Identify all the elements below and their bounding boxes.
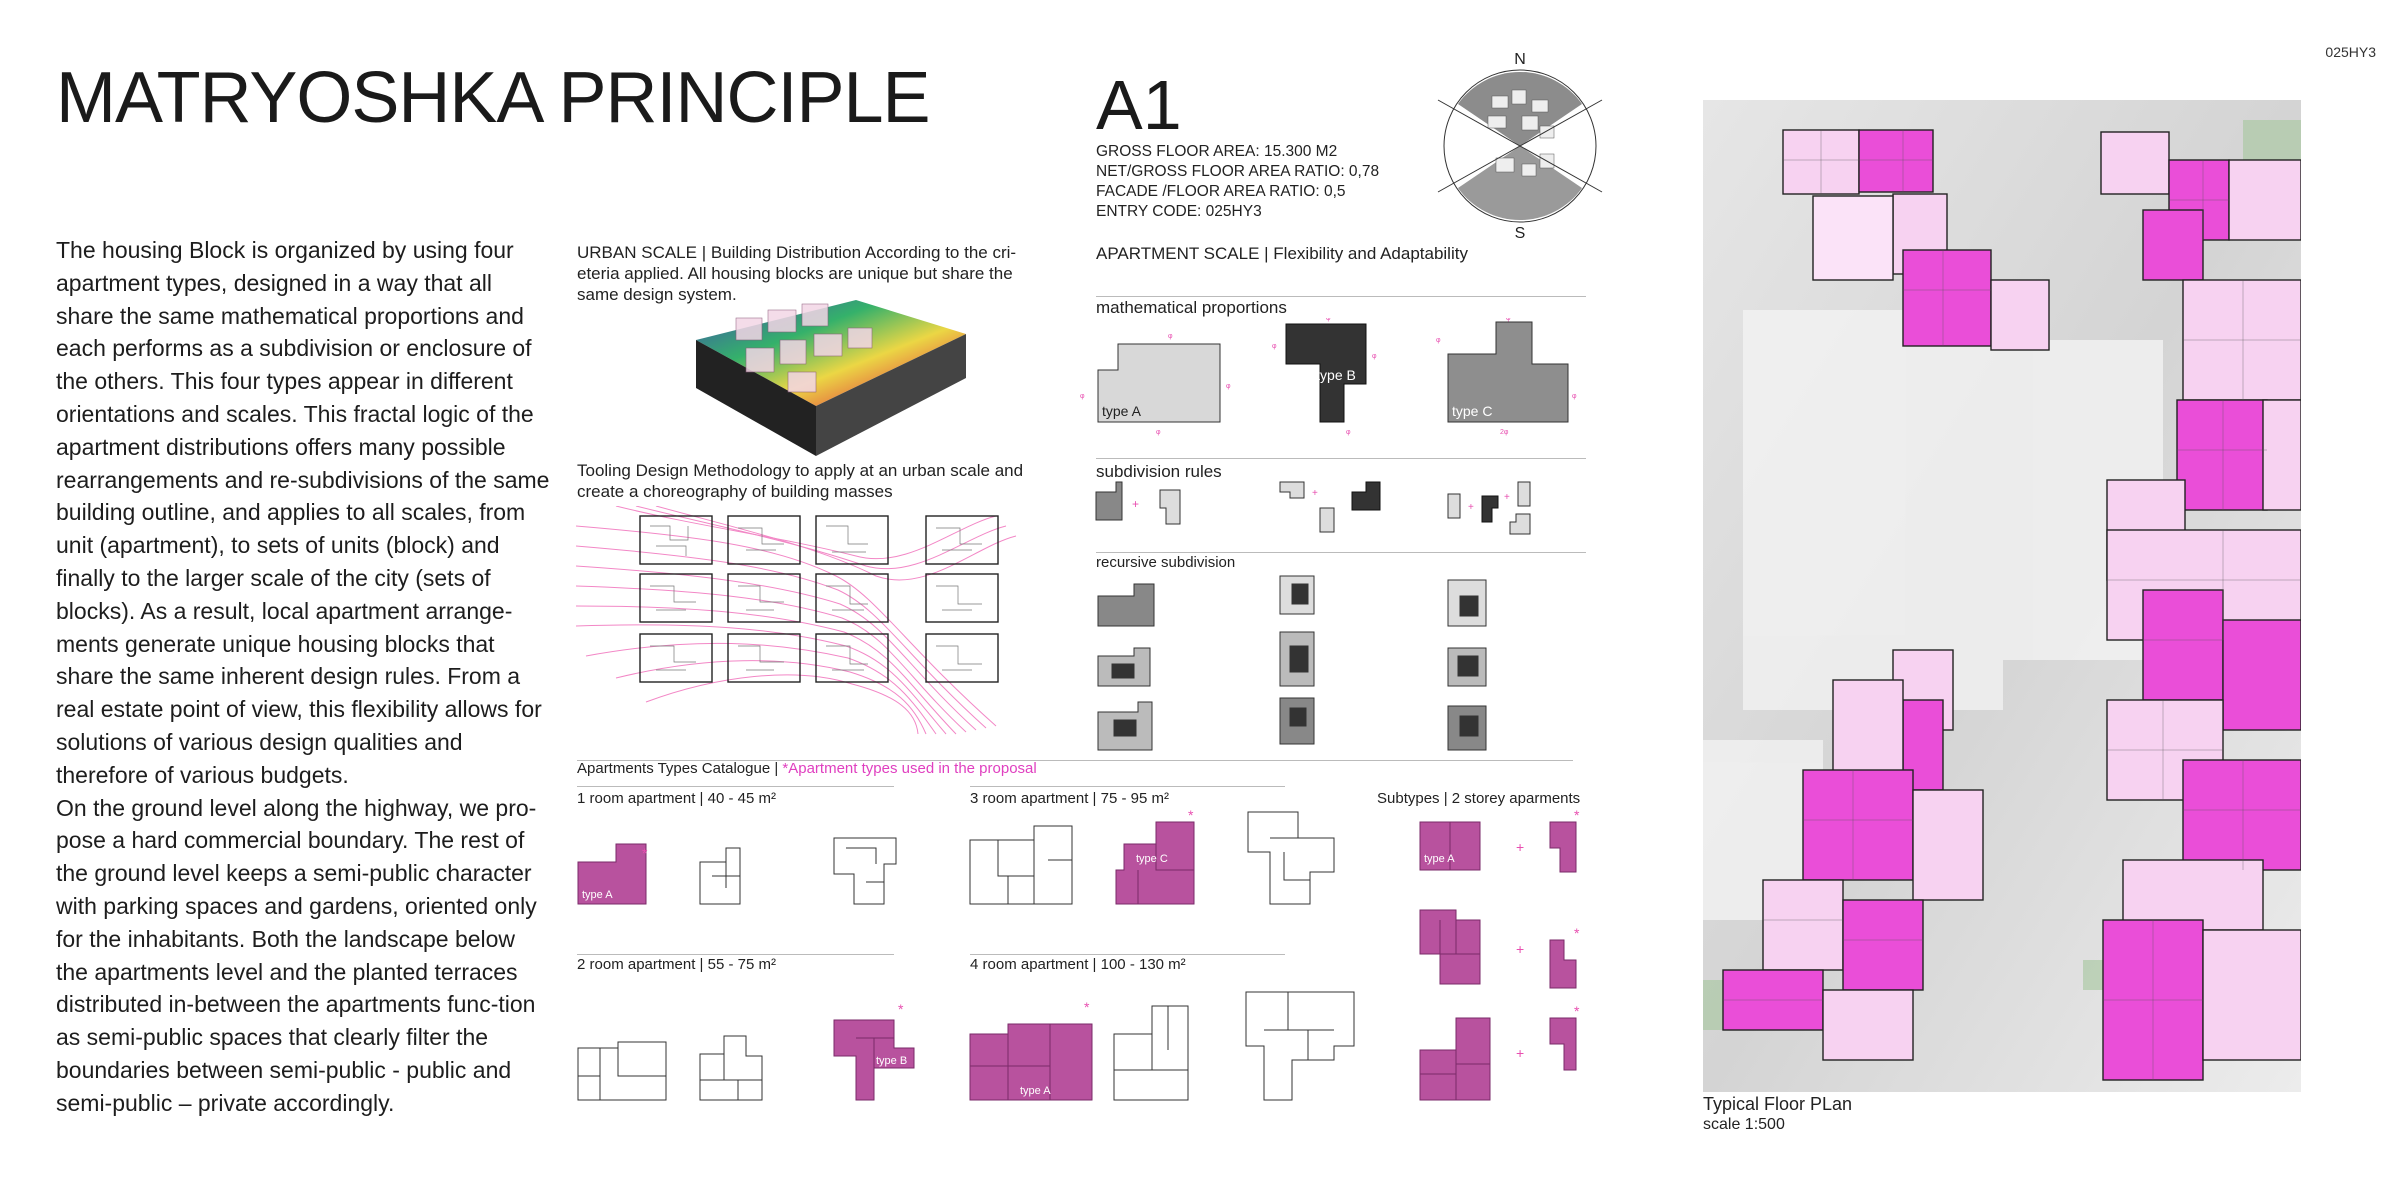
stat-entry-code: ENTRY CODE: 025HY3 [1096,203,1262,220]
stat-net-gross-ratio: NET/GROSS FLOOR AREA RATIO: 0,78 [1096,163,1380,180]
catalogue-title: Apartments Types Catalogue | [577,760,783,777]
svg-text:+: + [1312,488,1318,499]
intro-paragraph-1: The housing Block is organized by using … [56,237,550,788]
svg-text:φ: φ [1436,337,1441,344]
room4-label: 4 room apartment | 100 - 130 m² [970,956,1186,973]
plan-scale: scale 1:500 [1703,1116,1785,1133]
recursive-subdivision-diagram [1097,575,1487,751]
subtype-plus-1: + [1516,839,1524,855]
subtype-star-3: * [1574,1003,1580,1019]
room1-type-a-tag: type A [582,889,613,901]
divider [1096,552,1586,553]
subtypes-label: Subtypes | 2 storey aparments [1377,790,1581,807]
catalogue-note: *Apartment types used in the proposal [782,760,1037,777]
svg-text:φ: φ [1080,393,1085,400]
svg-text:φ: φ [1506,318,1511,322]
subtype-star-2: * [1574,925,1580,941]
subtype-plus-2: + [1516,941,1524,957]
svg-text:φ: φ [1168,333,1173,340]
typical-floor-plan [1703,100,2301,1092]
subtype-plus-3: + [1516,1045,1524,1061]
plan-caption: Typical Floor PLan [1703,1094,1853,1114]
room2-type-b-tag: type B [876,1055,907,1067]
divider [1096,458,1586,459]
room1-star: * [642,845,648,861]
urban-scale-heading: URBAN SCALE | Building Distribution Acco… [577,243,1017,304]
room2-plans: type B * [577,1001,915,1101]
svg-text:φ: φ [1272,343,1277,350]
divider [577,760,1573,761]
room4-plans: type A * [969,991,1355,1101]
room1-plans: type A * [577,837,897,905]
subdivision-rules-diagram: + + + + [1095,481,1531,535]
math-proportions-label: mathematical proportions [1096,298,1287,317]
entry-code-corner: 025HY3 [2325,44,2376,60]
urban-heatmap-figure [696,300,966,456]
svg-text:φ: φ [1372,353,1377,360]
catalogue-heading: Apartments Types Catalogue | *Apartment … [577,760,1037,777]
divider [970,786,1285,787]
subtype-plans: type A + * + * + * [1419,808,1580,1101]
svg-text:φ: φ [1326,318,1331,322]
divider [1096,296,1586,297]
room3-type-c-tag: type C [1136,853,1168,865]
math-proportions-diagram: type A type B type C φ φ φ φ φ φ φ φ φ φ φ 2φ [1080,318,1577,436]
svg-text:+: + [1132,497,1139,511]
subtype-type-a-tag: type A [1424,853,1455,865]
room2-star: * [898,1001,904,1017]
svg-text:2φ: 2φ [1500,429,1509,436]
stat-gross-floor-area: GROSS FLOOR AREA: 15.300 M2 [1096,143,1338,160]
room4-star: * [1084,999,1090,1015]
svg-text:φ: φ [1346,429,1351,436]
recursive-subdivision-label: recursive subdivision [1096,554,1236,571]
intro-text: The housing Block is organized by using … [56,234,550,1120]
intro-paragraph-2: On the ground level along the highway, w… [56,794,537,1116]
type-a-label: type A [1102,403,1142,419]
compass-diagram: N S [1437,51,1603,242]
room3-label: 3 room apartment | 75 - 95 m² [970,790,1169,807]
divider [970,954,1285,955]
svg-text:+: + [1468,502,1474,513]
room3-plans: type C * [969,810,1335,905]
tooling-heading: Tooling Design Methodology to apply at a… [577,461,1024,501]
svg-text:φ: φ [1572,393,1577,400]
compass-south-label: S [1515,225,1526,242]
type-c-label: type C [1452,403,1492,419]
page-title: MATRYOSHKA PRINCIPLE [56,58,931,138]
svg-text:φ: φ [1226,383,1231,390]
svg-text:+: + [1504,492,1510,503]
subdivision-rules-label: subdivision rules [1096,462,1222,481]
room2-label: 2 room apartment | 55 - 75 m² [577,956,776,973]
block-id: A1 [1096,66,1182,144]
room4-type-a-tag: type A [1020,1085,1051,1097]
compass-north-label: N [1514,51,1526,68]
type-b-label: type B [1316,367,1356,383]
stat-facade-ratio: FACADE /FLOOR AREA RATIO: 0,5 [1096,183,1346,200]
divider [577,954,894,955]
block-stats: GROSS FLOOR AREA: 15.300 M2 NET/GROSS FL… [1096,142,1379,222]
tooling-diagram [576,506,1017,735]
room3-star: * [1188,810,1194,823]
room1-label: 1 room apartment | 40 - 45 m² [577,790,776,807]
apartment-scale-heading: APARTMENT SCALE | Flexibility and Adapta… [1096,244,1468,263]
svg-text:φ: φ [1156,429,1161,436]
divider [577,786,894,787]
subtype-star-1: * [1574,808,1580,823]
